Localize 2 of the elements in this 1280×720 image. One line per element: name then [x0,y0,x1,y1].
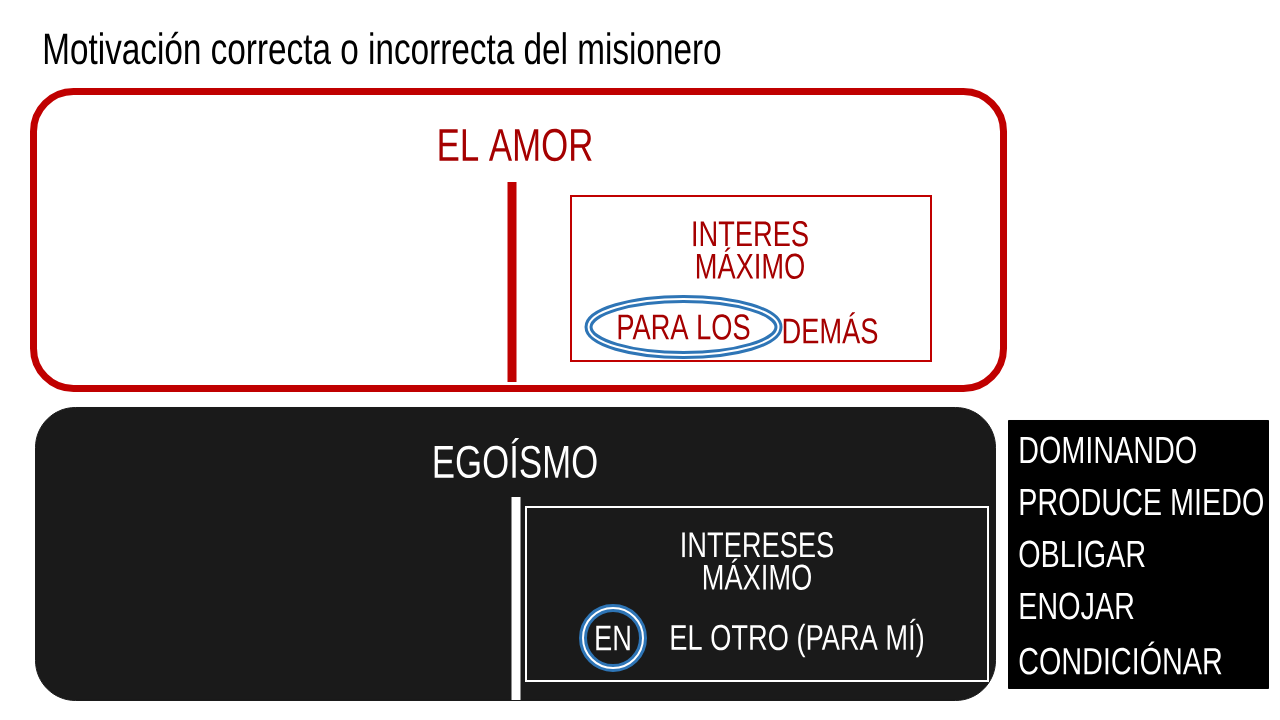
list-box: DOMINANDO PRODUCE MIEDO OBLIGAR ENOJAR CONDICIÓNAR [1008,420,1269,689]
title: Motivación correcta o incorrecta del misionero [44,31,721,65]
